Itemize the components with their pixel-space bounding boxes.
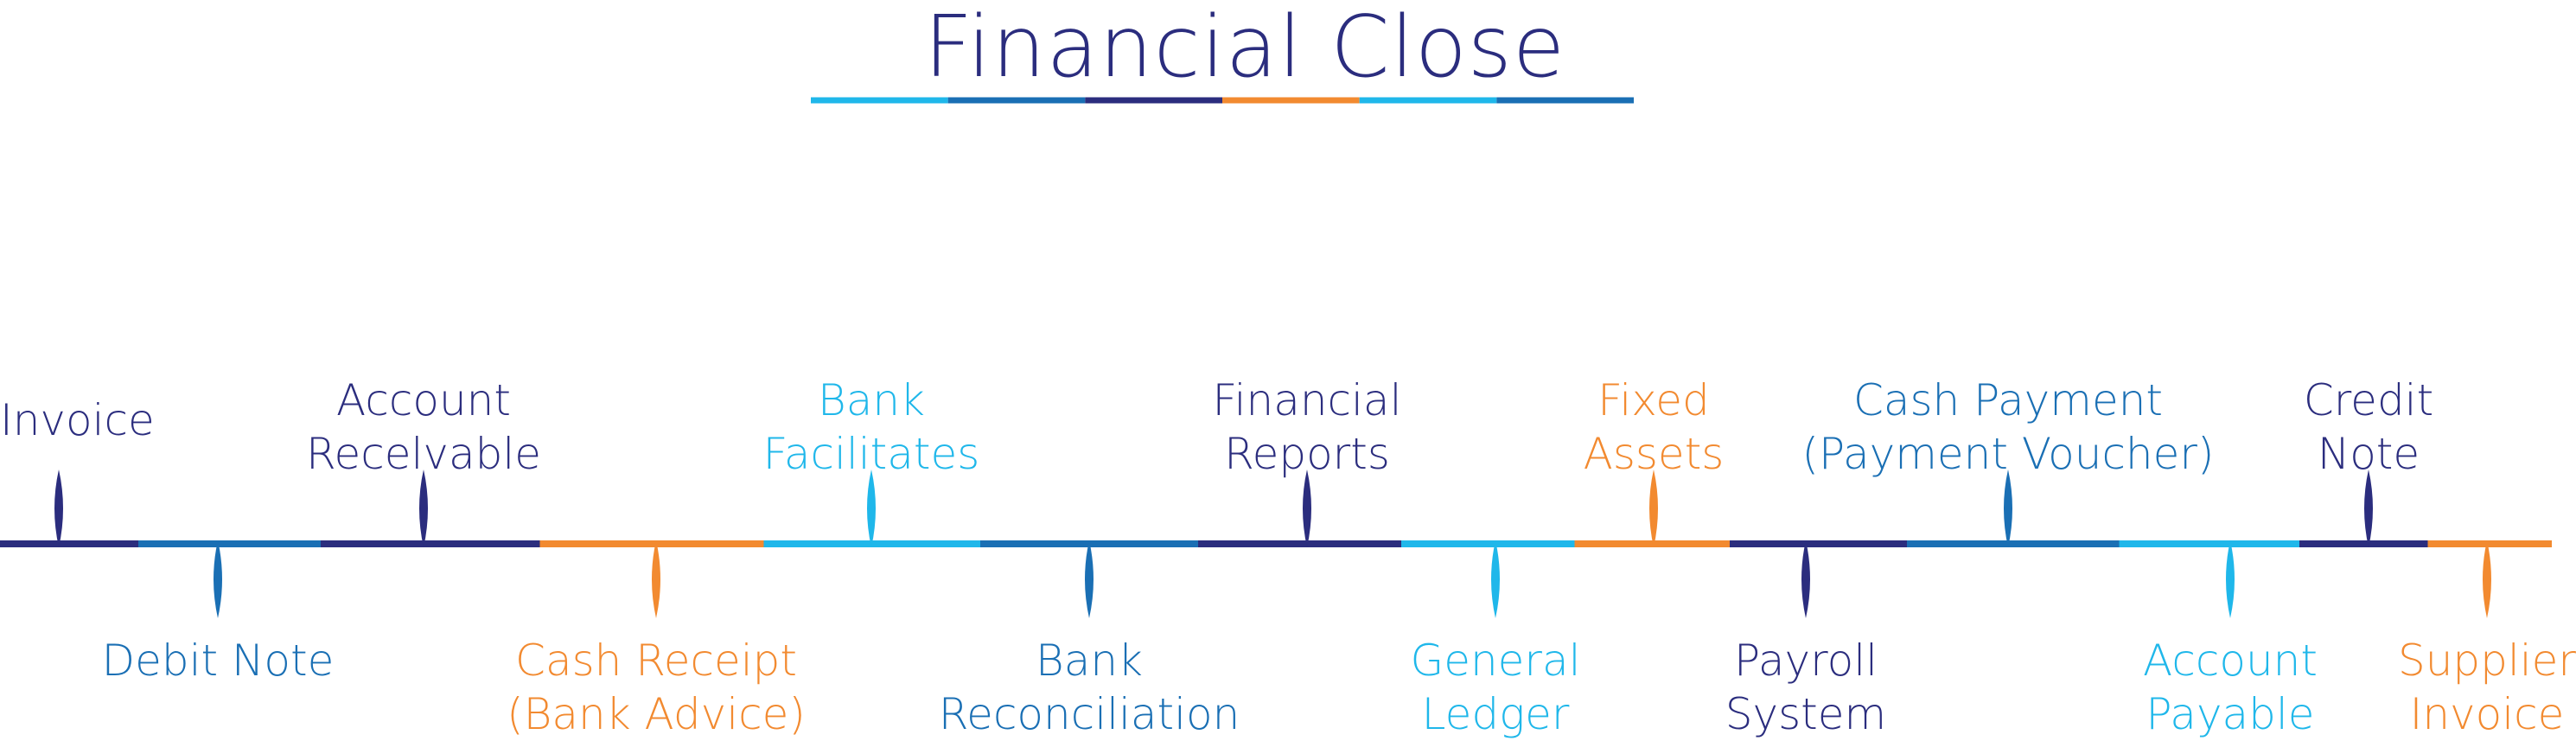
step-label-line: Cash Receipt xyxy=(515,636,797,686)
step-label-line: Reports xyxy=(1224,429,1390,479)
step-marker-bank-facilitates xyxy=(867,470,876,547)
step-label-line: Fixed xyxy=(1597,375,1710,425)
step-label-line: Invoice xyxy=(2409,689,2565,739)
step-marker-credit-note xyxy=(2364,470,2373,547)
step-marker-supplier-invoice xyxy=(2483,540,2491,618)
timeline-segment xyxy=(2119,540,2299,547)
step-label-line: Supplier xyxy=(2397,636,2576,686)
step-label-invoice: Invoice xyxy=(0,393,450,447)
timeline-segment xyxy=(1198,540,1401,547)
timeline-segment xyxy=(1574,540,1730,547)
step-label-cash-receipt: Cash Receipt(Bank Advice) xyxy=(431,634,881,741)
timeline-segment xyxy=(2427,540,2552,547)
step-label-line: (Bank Advice) xyxy=(507,689,806,739)
title-underline-segment xyxy=(947,97,1086,104)
step-marker-payroll-system xyxy=(1801,540,1810,618)
step-label-cash-payment: Cash Payment(Payment Voucher) xyxy=(1783,374,2233,481)
step-label-line: Facilitates xyxy=(762,429,980,479)
title-underline-segment xyxy=(1359,97,1497,104)
step-label-line: Payable xyxy=(2146,689,2315,739)
step-marker-financial-reports xyxy=(1303,470,1311,547)
step-label-line: Payroll xyxy=(1734,636,1878,686)
step-label-debit-note: Debit Note xyxy=(0,634,443,687)
step-marker-bank-reconciliation xyxy=(1085,540,1094,618)
step-label-line: Note xyxy=(2317,429,2420,479)
title-underline-segment xyxy=(1496,97,1634,104)
timeline-segment xyxy=(0,540,138,547)
step-marker-cash-receipt xyxy=(652,540,660,618)
step-label-line: Invoice xyxy=(0,395,155,445)
step-marker-invoice xyxy=(54,470,63,547)
step-label-line: Bank xyxy=(817,375,926,425)
step-label-line: System xyxy=(1725,689,1887,739)
timeline-segment xyxy=(539,540,764,547)
step-label-line: Reconciliation xyxy=(938,689,1240,739)
step-label-line: Account xyxy=(336,375,511,425)
step-label-line: Financial xyxy=(1212,375,1402,425)
timeline-segment xyxy=(1730,540,1907,547)
step-label-line: Cash Payment xyxy=(1852,375,2164,425)
step-marker-account-payable xyxy=(2226,540,2235,618)
step-label-line: Debit Note xyxy=(101,636,335,686)
step-marker-cash-payment xyxy=(2004,470,2012,547)
step-marker-account-receivable xyxy=(419,470,428,547)
step-label-line: (Payment Voucher) xyxy=(1801,429,2215,479)
timeline-segment xyxy=(1907,540,2120,547)
step-marker-debit-note xyxy=(214,540,222,618)
step-label-line: Credit xyxy=(2303,375,2434,425)
title-underline-segment xyxy=(1085,97,1222,104)
timeline-segment xyxy=(138,540,321,547)
timeline-segment xyxy=(1401,540,1575,547)
title-underline-segment xyxy=(811,97,948,104)
step-label-line: Bank xyxy=(1035,636,1144,686)
timeline-segment xyxy=(2299,540,2428,547)
step-marker-fixed-assets xyxy=(1649,470,1658,547)
step-label-line: Ledger xyxy=(1421,689,1570,739)
step-marker-general-ledger xyxy=(1491,540,1500,618)
timeline-segment xyxy=(321,540,540,547)
title-underline-segment xyxy=(1222,97,1360,104)
step-label-line: General xyxy=(1410,636,1581,686)
step-label-line: Account xyxy=(2143,636,2318,686)
step-label-line: Recelvable xyxy=(305,429,542,479)
diagram-title: Financial Close xyxy=(923,0,1566,97)
step-label-line: Assets xyxy=(1583,429,1725,479)
